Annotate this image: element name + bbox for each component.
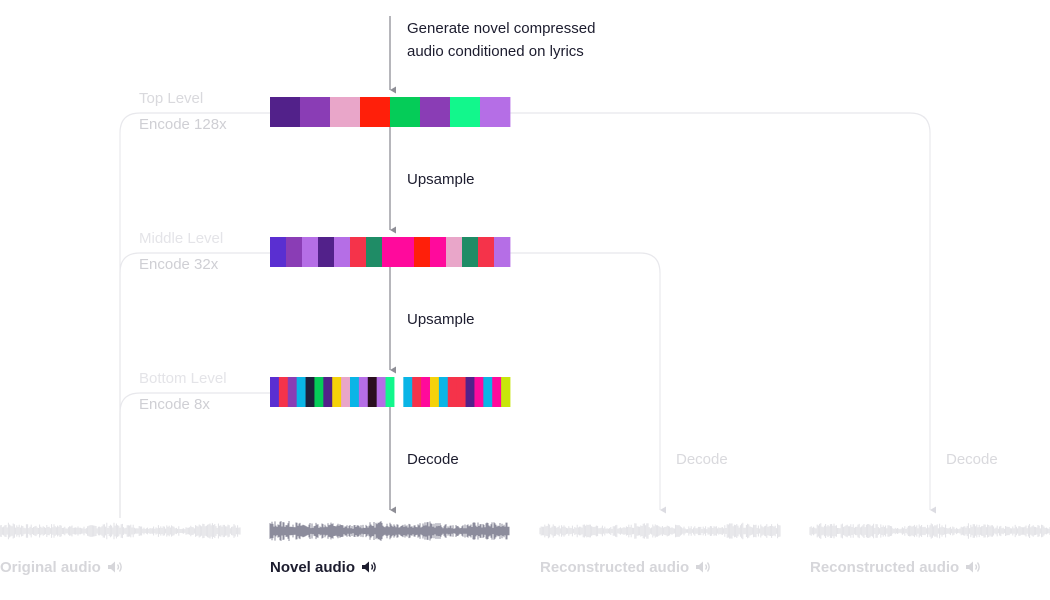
novel-audio-button[interactable]: Novel audio [270,557,377,579]
token-cell [332,377,342,407]
original-audio-waveform[interactable] [0,522,241,540]
top-level-bracket-right [510,112,936,514]
token-cell [420,97,451,127]
token-cell [430,377,440,407]
token-cell [330,97,361,127]
original-audio-button[interactable]: Original audio [0,557,123,579]
reconstructed-audio-button-1[interactable]: Reconstructed audio [540,557,711,579]
reconstructed-audio-label-1: Reconstructed audio [540,559,690,576]
original-audio-label: Original audio [0,559,101,576]
token-cell [398,237,415,267]
token-cell [341,377,351,407]
token-cell [394,377,404,407]
token-cell [414,237,431,267]
decode-label-main: Decode [407,451,459,468]
token-cell [421,377,431,407]
token-cell [350,377,360,407]
decode-label-middle: Decode [676,451,728,468]
reconstructed-audio-waveform-1[interactable] [539,522,781,540]
upsample-label-1: Upsample [407,171,475,188]
token-cell [494,237,511,267]
token-cell [334,237,351,267]
token-cell [382,237,399,267]
generate-caption-line-1: Generate novel compressed [407,20,596,37]
waveform-path [809,523,1050,539]
middle-level-encode: Encode 32x [139,256,219,273]
generate-caption-line-2: audio conditioned on lyrics [407,43,584,60]
token-cell [296,377,306,407]
token-cell [412,377,422,407]
top-level-name: Top Level [139,90,204,107]
token-cell [456,377,466,407]
token-cell [474,377,484,407]
token-cell [318,237,335,267]
token-cell [323,377,333,407]
speaker-icon [362,561,376,573]
novel-audio-label: Novel audio [270,559,356,576]
middle-level-name: Middle Level [139,230,224,247]
token-cell [287,377,298,407]
top-level-token-bar [270,97,511,127]
middle-level-bracket-left [119,252,270,518]
token-cell [478,237,495,267]
decode-label-top: Decode [946,451,998,468]
top-level-encode: Encode 128x [139,116,227,133]
token-cell [446,237,463,267]
token-cell [358,377,369,407]
token-cell [360,97,391,127]
token-cell [450,97,481,127]
token-cell [385,377,395,407]
bottom-level-encode: Encode 8x [139,396,210,413]
token-cell [465,377,475,407]
speaker-icon [696,561,711,573]
speaker-icon [966,561,981,573]
token-cell [492,377,502,407]
waveform-path [269,521,510,541]
token-cell [366,237,383,267]
token-cell [270,377,280,407]
token-cell [302,237,319,267]
top-level-bracket-left [119,112,270,518]
token-cell [270,237,287,267]
token-cell [286,237,303,267]
waveform-path [0,522,241,540]
token-cell [350,237,367,267]
token-cell [480,97,511,127]
reconstructed-audio-waveform-2[interactable] [809,523,1050,539]
bottom-level-bracket-left [119,392,270,518]
reconstructed-audio-button-2[interactable]: Reconstructed audio [810,557,981,579]
upsample-label-2: Upsample [407,311,475,328]
token-cell [300,97,331,127]
token-cell [305,377,315,407]
token-cell [270,97,301,127]
token-cell [314,377,324,407]
token-cell [367,377,378,407]
token-cell [501,377,511,407]
token-cell [403,377,413,407]
novel-audio-waveform[interactable] [269,521,510,541]
bottom-level-name: Bottom Level [139,370,227,387]
middle-level-bracket-right [510,252,666,514]
bottom-level-token-bar [270,377,511,407]
token-cell [462,237,479,267]
token-cell [430,237,447,267]
connector-lines-faint [119,112,936,518]
token-cell [438,377,449,407]
reconstructed-audio-label-2: Reconstructed audio [810,559,960,576]
token-cell [376,377,386,407]
token-cell [278,377,289,407]
middle-level-token-bar [270,237,511,267]
token-cell [447,377,458,407]
waveform-path [539,522,781,540]
speaker-icon [107,561,122,573]
token-cell [390,97,421,127]
token-cell [483,377,493,407]
